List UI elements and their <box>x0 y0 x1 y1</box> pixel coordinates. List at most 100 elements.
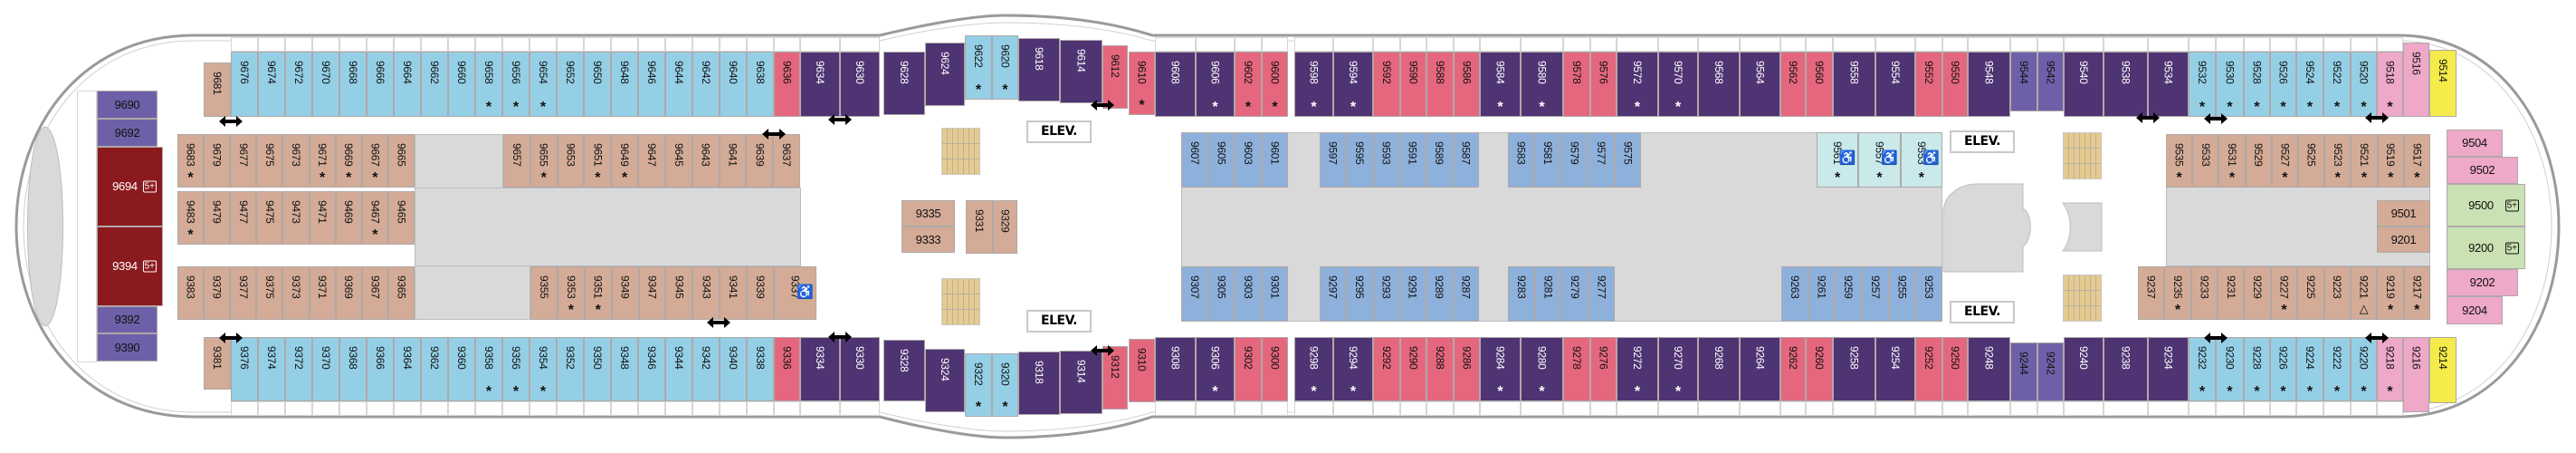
cabin-9228[interactable]: 9228* <box>2244 337 2270 401</box>
cabin-9229[interactable]: 9229 <box>2244 266 2271 320</box>
cabin-9345[interactable]: 9345 <box>665 266 693 320</box>
cabin-9575[interactable]: 9575 <box>1614 132 1641 188</box>
cabin-9292[interactable]: 9292 <box>1373 337 1400 401</box>
cabin-9643[interactable]: 9643 <box>692 134 720 188</box>
cabin-9329[interactable]: 9329 <box>993 200 1017 254</box>
cabin-9289[interactable]: 9289 <box>1426 266 1453 322</box>
cabin-9220[interactable]: 9220* <box>2351 337 2377 401</box>
cabin-9579[interactable]: 9579 <box>1560 132 1589 188</box>
cabin-9219[interactable]: 9219* <box>2377 266 2404 320</box>
cabin-9523[interactable]: 9523* <box>2324 134 2352 188</box>
cabin-9226[interactable]: 9226* <box>2270 337 2296 401</box>
cabin-9355[interactable]: 9355 <box>530 266 558 320</box>
cabin-9367[interactable]: 9367 <box>361 266 388 320</box>
cabin-9518[interactable]: 9518* <box>2377 52 2403 117</box>
cabin-9692[interactable]: 9692 <box>97 119 157 147</box>
cabin-9314[interactable]: 9314 <box>1060 351 1102 414</box>
cabin-9676[interactable]: 9676 <box>231 52 258 117</box>
cabin-9312[interactable]: 9312 <box>1102 346 1128 410</box>
cabin-9377[interactable]: 9377 <box>230 266 257 320</box>
cabin-9324[interactable]: 9324 <box>925 349 965 412</box>
cabin-9310[interactable]: 9310 <box>1129 339 1155 402</box>
cabin-9218[interactable]: 9218* <box>2377 337 2403 401</box>
cabin-9392[interactable]: 9392 <box>97 306 157 333</box>
cabin-9235[interactable]: 9235* <box>2164 266 2191 320</box>
cabin-9639[interactable]: 9639 <box>746 134 774 188</box>
cabin-9542[interactable]: 9542 <box>2037 52 2064 111</box>
cabin-9655[interactable]: 9655* <box>530 134 558 188</box>
cabin-9302[interactable]: 9302 <box>1235 337 1262 401</box>
cabin-9526[interactable]: 9526* <box>2270 52 2296 117</box>
cabin-9233[interactable]: 9233 <box>2190 266 2218 320</box>
cabin-9291[interactable]: 9291 <box>1399 266 1426 322</box>
cabin-9230[interactable]: 9230* <box>2216 337 2244 401</box>
cabin-9592[interactable]: 9592 <box>1373 52 1400 117</box>
cabin-9341[interactable]: 9341 <box>720 266 748 320</box>
cabin-9594[interactable]: 9594* <box>1333 52 1373 117</box>
cabin-9550[interactable]: 9550 <box>1942 52 1968 117</box>
cabin-9552[interactable]: 9552 <box>1915 52 1942 117</box>
cabin-9660[interactable]: 9660 <box>448 52 475 117</box>
cabin-9238[interactable]: 9238 <box>2104 337 2148 401</box>
cabin-9366[interactable]: 9366 <box>367 337 394 401</box>
cabin-9610[interactable]: 9610* <box>1129 52 1155 115</box>
cabin-9248[interactable]: 9248 <box>1968 337 2010 401</box>
cabin-9681[interactable]: 9681 <box>204 63 231 117</box>
cabin-9252[interactable]: 9252 <box>1915 337 1942 401</box>
cabin-9268[interactable]: 9268 <box>1698 337 1740 401</box>
cabin-9516[interactable]: 9516 <box>2403 43 2429 117</box>
cabin-9673[interactable]: 9673 <box>282 134 310 188</box>
cabin-9553[interactable]: 9553*♿ <box>1900 132 1942 188</box>
cabin-9595[interactable]: 9595 <box>1346 132 1373 188</box>
cabin-9371[interactable]: 9371 <box>309 266 336 320</box>
cabin-9683[interactable]: 9683* <box>177 134 205 188</box>
cabin-9467[interactable]: 9467* <box>361 191 388 245</box>
cabin-9347[interactable]: 9347 <box>638 266 666 320</box>
cabin-9588[interactable]: 9588 <box>1426 52 1454 117</box>
cabin-9333[interactable]: 9333 <box>902 226 955 253</box>
cabin-9578[interactable]: 9578 <box>1563 52 1590 117</box>
cabin-9652[interactable]: 9652 <box>557 52 584 117</box>
cabin-9477[interactable]: 9477 <box>230 191 257 245</box>
cabin-9656[interactable]: 9656* <box>502 52 530 117</box>
cabin-9381[interactable]: 9381 <box>204 337 231 390</box>
cabin-9638[interactable]: 9638 <box>747 52 774 117</box>
cabin-9651[interactable]: 9651* <box>584 134 612 188</box>
cabin-9649[interactable]: 9649* <box>611 134 639 188</box>
cabin-9636[interactable]: 9636 <box>774 52 800 117</box>
cabin-9222[interactable]: 9222* <box>2323 337 2351 401</box>
cabin-9276[interactable]: 9276 <box>1590 337 1617 401</box>
cabin-9670[interactable]: 9670 <box>312 52 339 117</box>
cabin-9527[interactable]: 9527* <box>2271 134 2298 188</box>
cabin-9338[interactable]: 9338 <box>747 337 774 401</box>
cabin-9306[interactable]: 9306* <box>1196 337 1235 401</box>
cabin-9346[interactable]: 9346 <box>638 337 665 401</box>
cabin-9675[interactable]: 9675 <box>256 134 283 188</box>
cabin-9365[interactable]: 9365 <box>387 266 415 320</box>
cabin-9204[interactable]: 9204 <box>2447 296 2503 324</box>
cabin-9630[interactable]: 9630 <box>840 52 880 117</box>
cabin-9240[interactable]: 9240 <box>2064 337 2104 401</box>
cabin-9322[interactable]: 9322* <box>965 353 992 417</box>
cabin-9244[interactable]: 9244 <box>2010 342 2037 401</box>
cabin-9624[interactable]: 9624 <box>925 43 965 106</box>
cabin-9668[interactable]: 9668 <box>339 52 367 117</box>
cabin-9234[interactable]: 9234 <box>2148 337 2189 401</box>
cabin-9227[interactable]: 9227* <box>2270 266 2298 320</box>
cabin-9369[interactable]: 9369 <box>335 266 362 320</box>
cabin-9360[interactable]: 9360 <box>448 337 475 401</box>
cabin-9646[interactable]: 9646 <box>638 52 665 117</box>
cabin-9590[interactable]: 9590 <box>1400 52 1426 117</box>
cabin-9303[interactable]: 9303 <box>1235 266 1262 322</box>
cabin-9351[interactable]: 9351* <box>584 266 612 320</box>
cabin-9560[interactable]: 9560 <box>1806 52 1833 117</box>
cabin-9647[interactable]: 9647 <box>638 134 665 188</box>
cabin-9237[interactable]: 9237 <box>2138 266 2165 320</box>
cabin-9261[interactable]: 9261 <box>1808 266 1836 322</box>
cabin-9479[interactable]: 9479 <box>204 191 231 245</box>
cabin-9278[interactable]: 9278 <box>1563 337 1590 401</box>
cabin-9504[interactable]: 9504 <box>2447 130 2503 157</box>
cabin-9373[interactable]: 9373 <box>282 266 310 320</box>
